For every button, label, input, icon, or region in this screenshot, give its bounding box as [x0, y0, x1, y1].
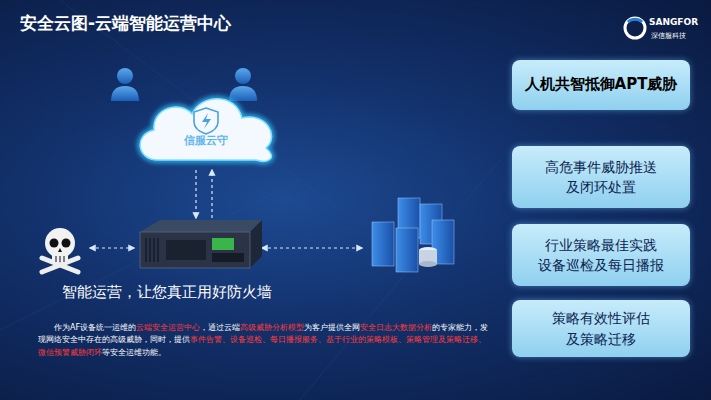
cloud-node: 信服云守 [128, 84, 284, 170]
body-text: ，通过云端 [200, 323, 240, 332]
user-icon [229, 68, 257, 101]
skull-icon [42, 228, 78, 272]
feature-box: 人机共智抵御APT威胁 [512, 60, 690, 110]
user-icon [111, 68, 139, 101]
description-paragraph: 作为AF设备统一运维的云端安全运营中心，通过云端高级威胁分析模型为客户提供全网安… [38, 322, 493, 359]
feature-box: 策略有效性评估 及策略迁移 [512, 300, 690, 357]
logo-text: SANGFOR [649, 17, 698, 27]
slide-title: 安全云图-云端智能运营中心 [20, 12, 231, 35]
highlight-text: 云端安全运营中心 [136, 323, 200, 332]
box-label: 行业策略最佳实践 设备巡检及每日播报 [522, 235, 680, 276]
tagline: 智能运营，让您真正用好防火墙 [62, 283, 272, 302]
box-label: 策略有效性评估 及策略迁移 [522, 308, 680, 349]
cloud-shape [128, 84, 284, 170]
server-cluster [372, 198, 454, 272]
logo-subtext: 深信服科技 [651, 31, 686, 41]
cloud-label: 信服云守 [184, 133, 228, 148]
box-label: 高危事件威胁推送 及闭环处置 [522, 157, 680, 198]
body-text: 作为AF设备统一运维的 [54, 323, 136, 332]
logo-icon [625, 18, 645, 38]
highlight-text: 高级威胁分析模型 [240, 323, 304, 332]
body-text: 为客户提供全网 [304, 323, 360, 332]
box-label: 人机共智抵御APT威胁 [522, 74, 680, 96]
body-text: 等安全运维功能。 [102, 348, 166, 357]
highlight-text: 安全日志大数据分析 [360, 323, 432, 332]
firewall-device [140, 220, 262, 268]
background-lines [0, 0, 500, 400]
feature-box: 行业策略最佳实践 设备巡检及每日播报 [512, 224, 690, 286]
feature-box: 高危事件威胁推送 及闭环处置 [512, 146, 690, 208]
